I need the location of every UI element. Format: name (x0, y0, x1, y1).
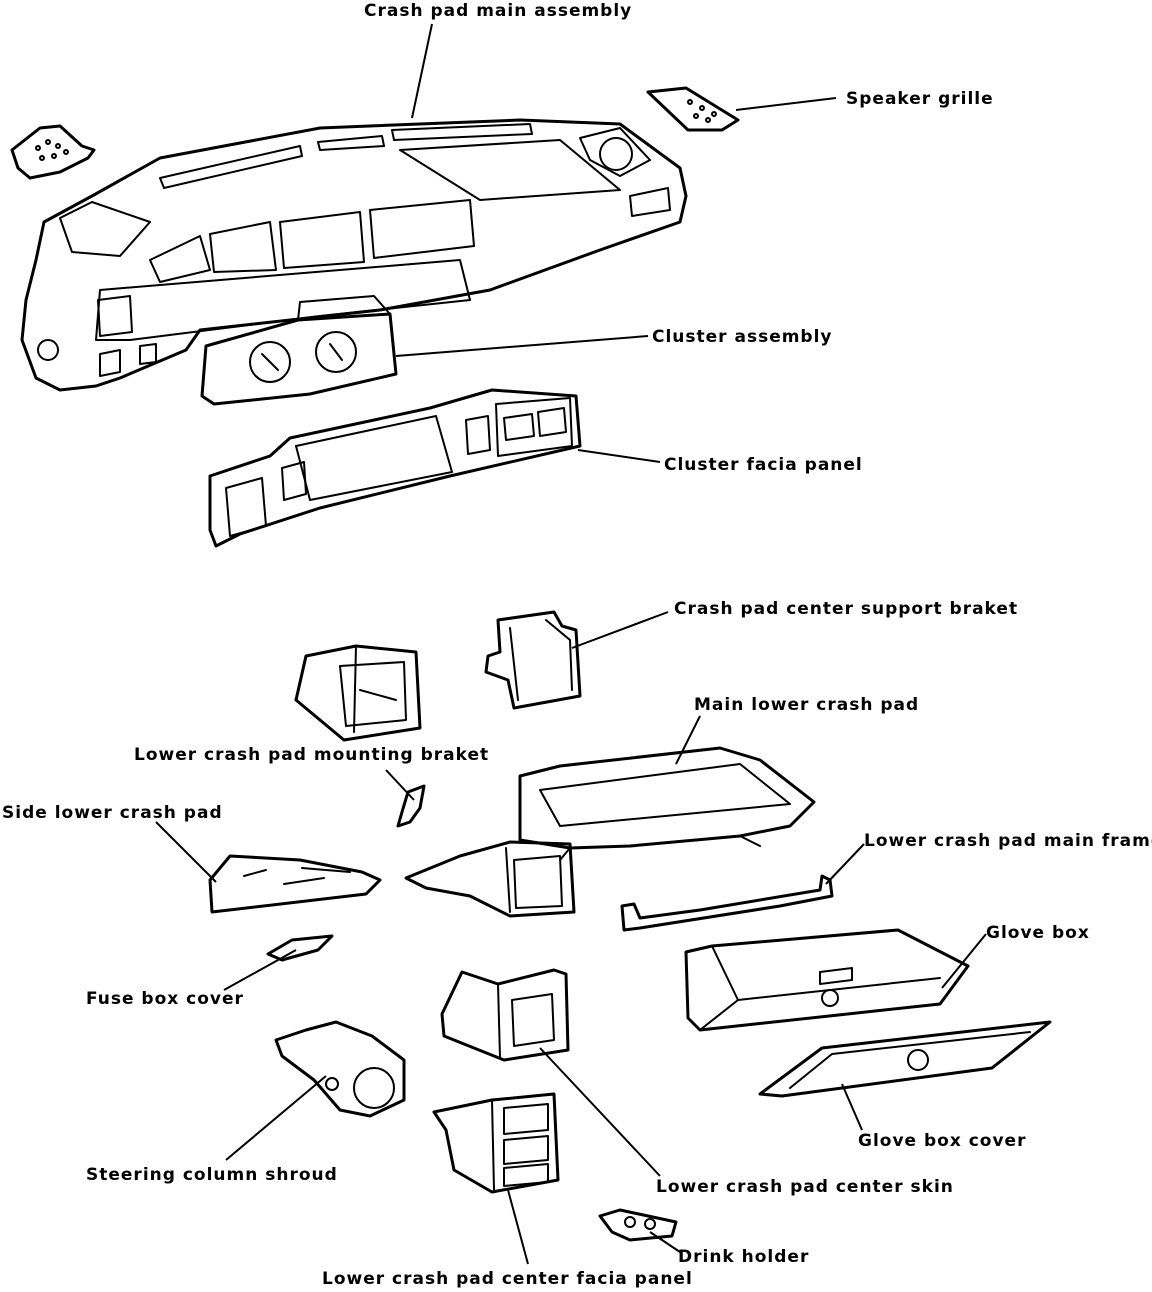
label-main-lower-crash-pad: Main lower crash pad (694, 695, 919, 715)
label-glove-box: Glove box (986, 923, 1090, 943)
mounting-braket-clip-part (396, 784, 426, 828)
label-drink-holder: Drink holder (678, 1247, 809, 1267)
label-steering-column-shroud: Steering column shroud (86, 1165, 338, 1185)
label-lower-crash-pad-main-frame: Lower crash pad main frame (864, 831, 1152, 851)
label-cluster-facia-panel: Cluster facia panel (664, 455, 863, 475)
label-lower-crash-pad-center-facia-panel: Lower crash pad center facia panel (322, 1269, 693, 1289)
glove-box-part (684, 928, 970, 1032)
left-speaker-grille-part (10, 124, 96, 180)
label-fuse-box-cover: Fuse box cover (86, 989, 244, 1009)
cluster-assembly-part (200, 295, 398, 406)
cluster-facia-panel-part (208, 388, 582, 548)
leader-lines (155, 23, 987, 1265)
label-cluster-assembly: Cluster assembly (652, 327, 833, 347)
label-side-lower-crash-pad: Side lower crash pad (2, 803, 223, 823)
label-lower-crash-pad-center-skin: Lower crash pad center skin (656, 1177, 954, 1197)
steering-column-shroud-part (274, 1020, 406, 1118)
fuse-box-cover-part (266, 934, 334, 962)
main-lower-crash-pad-part (518, 746, 816, 861)
label-glove-box-cover: Glove box cover (858, 1131, 1026, 1151)
lower-crash-pad-center-facia-panel-part (432, 1092, 560, 1194)
crash-pad-main-assembly-part (20, 118, 688, 392)
label-lower-crash-pad-mounting-braket: Lower crash pad mounting braket (134, 745, 489, 765)
label-crash-pad-center-support-braket: Crash pad center support braket (674, 599, 1018, 619)
lower-crash-pad-center-skin-part (440, 968, 570, 1062)
label-crash-pad-main-assembly: Crash pad main assembly (364, 1, 632, 21)
lower-crash-pad-center-duct-part (404, 840, 576, 918)
glove-box-cover-part (758, 1020, 1052, 1098)
side-lower-crash-pad-part (208, 854, 382, 914)
label-speaker-grille: Speaker grille (846, 89, 994, 109)
crash-pad-center-support-braket-part (484, 610, 582, 710)
drink-holder-part (598, 1208, 678, 1242)
right-speaker-grille-part (646, 86, 740, 132)
lower-crash-pad-mounting-braket-part (294, 644, 422, 742)
lower-crash-pad-main-frame-part (620, 874, 834, 932)
